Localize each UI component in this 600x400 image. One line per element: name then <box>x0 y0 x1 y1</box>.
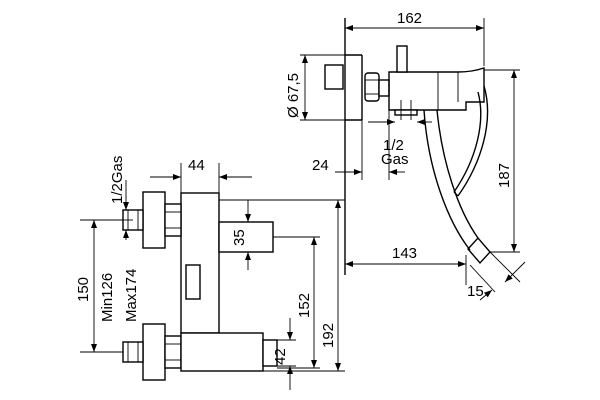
dim-143-label: 143 <box>392 245 417 262</box>
dimension-15 <box>469 251 526 301</box>
dim-35-label: 35 <box>231 229 248 246</box>
dimension-150 <box>80 219 123 353</box>
side-view <box>324 18 491 275</box>
dimension-44 <box>150 163 252 193</box>
dim-half-gas-bottom: Gas <box>381 151 409 168</box>
dimension-143 <box>344 252 467 285</box>
dim-67-label: Ø 67,5 <box>285 73 302 118</box>
dim-152-label: 152 <box>296 293 313 318</box>
dim-max-label: Max174 <box>123 269 140 322</box>
dim-162-label: 162 <box>397 10 422 27</box>
dim-150-label: 150 <box>75 277 92 302</box>
dim-min-label: Min126 <box>99 273 116 322</box>
dimension-152 <box>273 236 320 369</box>
dim-15-label: 15 <box>467 283 484 300</box>
dim-42-label: 42 <box>272 348 289 365</box>
dimension-187 <box>484 69 520 253</box>
dimension-35 <box>240 200 273 270</box>
dim-187-label: 187 <box>496 163 513 188</box>
dimension-42 <box>277 318 296 390</box>
front-view <box>122 191 278 381</box>
dim-44-label: 44 <box>188 157 205 174</box>
dimension-67 <box>300 54 345 121</box>
dim-24-label: 24 <box>312 157 329 174</box>
dimension-192 <box>219 199 345 372</box>
dim-192-label: 192 <box>320 323 337 348</box>
dim-half-gas-vertical: 1/2Gas <box>109 156 126 204</box>
dimension-162 <box>344 18 485 66</box>
dim-half-gas-top: 1/2 <box>383 137 404 154</box>
